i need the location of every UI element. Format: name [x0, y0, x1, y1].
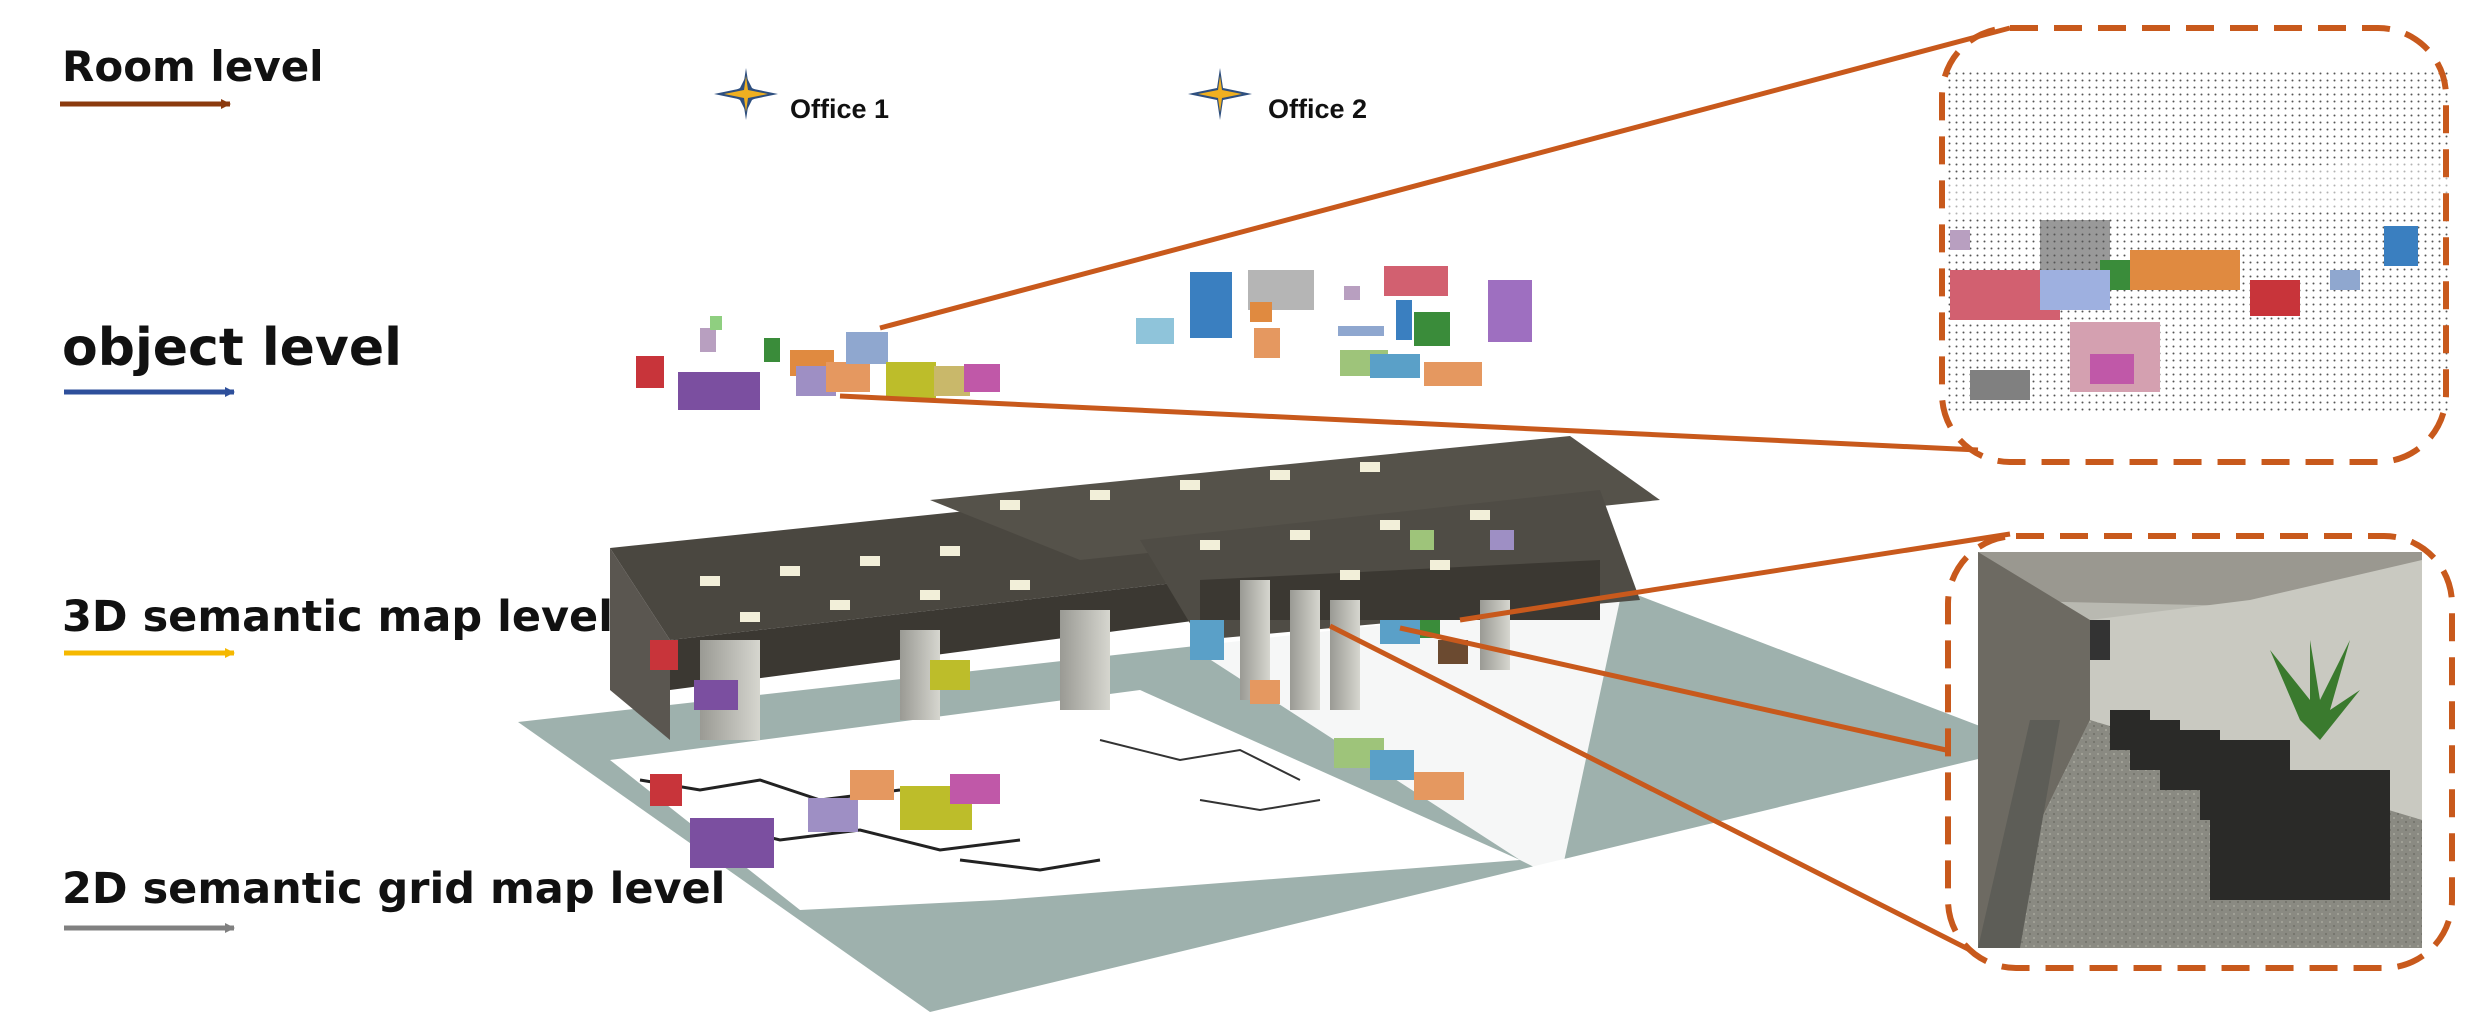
3d-semantic-map: [610, 436, 1660, 740]
object-level-boxes: [636, 266, 1532, 410]
corridor-photo-inset: [1978, 552, 2422, 948]
grid-level-objects: [650, 738, 1464, 868]
point-cloud-inset: [1944, 70, 2448, 414]
office-1-star-icon: [714, 68, 778, 120]
grid2d-level-label: 2D semantic grid map level: [62, 864, 725, 914]
room-level-label: Room level: [62, 42, 324, 91]
office-2-star-icon: [1188, 68, 1252, 120]
object-level-label: object level: [62, 318, 402, 378]
point-cloud-callout-frame: [1942, 28, 2446, 462]
office-2-label: Office 2: [1268, 94, 1367, 125]
map3d-level-label: 3D semantic map level: [62, 592, 613, 642]
grid-map-floor: [518, 596, 2032, 1012]
photo-callout-frame: [1948, 536, 2452, 968]
callout-lines: [840, 28, 2010, 950]
office-1-label: Office 1: [790, 94, 889, 125]
